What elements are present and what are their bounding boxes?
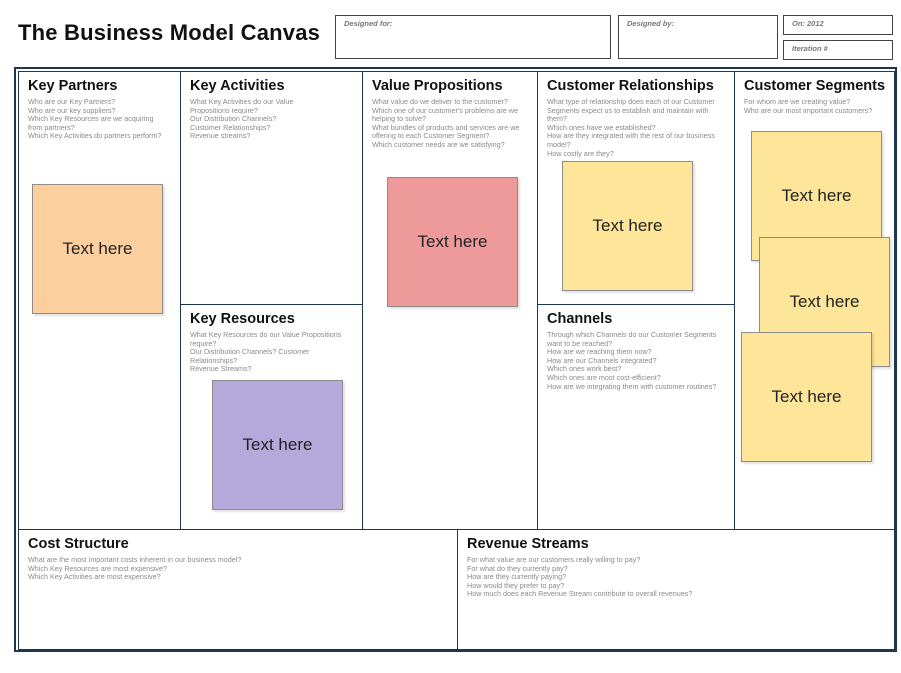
question: Segments expect us to establish and main… — [547, 105, 709, 115]
key-activities-block: Key Activities What Key Activities do ou… — [180, 71, 363, 306]
customer-segments-title: Customer Segments — [744, 78, 886, 94]
revenue-streams-questions: For what value are our customers really … — [467, 555, 888, 599]
question: Who are our most important customers? — [744, 105, 873, 115]
question: Which Key Activities are most expensive? — [28, 572, 161, 582]
key-resources-block: Key Resources What Key Resources do our … — [180, 304, 363, 530]
date-label: On: 2012 — [792, 19, 824, 28]
question: How are our Channels integrated? — [547, 355, 657, 365]
channels-title: Channels — [547, 311, 613, 327]
question: Customer Relationships? — [190, 122, 271, 132]
question: offering to each Customer Segment? — [372, 131, 490, 141]
question: How are they currently paying? — [467, 572, 567, 582]
customer-relationships-block: Customer Relationships What type of rela… — [537, 71, 735, 306]
question: For what do they currently pay? — [467, 563, 568, 573]
question: How much does each Revenue Stream contri… — [467, 589, 693, 599]
question: Who are our key suppliers? — [28, 105, 116, 115]
designed-for-field[interactable]: Designed for: — [335, 15, 611, 59]
customer-relationships-questions: What type of relationship does each of o… — [547, 97, 728, 158]
date-field[interactable]: On: 2012 — [783, 15, 893, 35]
question: What bundles of products and services ar… — [372, 122, 520, 132]
business-model-canvas: Key Partners Who are our Key Partners? W… — [14, 67, 897, 652]
question: What value do we deliver to the customer… — [372, 97, 508, 106]
page-title: The Business Model Canvas — [18, 20, 321, 45]
customer-relationships-title: Customer Relationships — [547, 78, 714, 94]
designed-for-label: Designed for: — [344, 19, 393, 28]
key-partners-title: Key Partners — [28, 78, 118, 94]
sticky-note-yellow[interactable]: Text here — [562, 161, 693, 291]
cost-structure-title: Cost Structure — [28, 536, 129, 552]
question: from partners? — [28, 122, 75, 132]
question: What Key Activities do our Value — [190, 97, 294, 106]
question: Our Distribution Channels? — [190, 114, 277, 124]
question: require? — [190, 338, 217, 348]
question: Which one of our customer's problems are… — [372, 105, 518, 115]
key-resources-questions: What Key Resources do our Value Proposit… — [190, 330, 356, 374]
question: How would they prefer to pay? — [467, 580, 565, 590]
question: helping to solve? — [372, 114, 426, 124]
revenue-streams-block: Revenue Streams For what value are our c… — [457, 529, 895, 650]
question: What type of relationship does each of o… — [547, 97, 715, 106]
customer-segments-block: Customer Segments For whom are we creati… — [734, 71, 895, 530]
iteration-label: Iteration # — [792, 44, 828, 53]
question: How are we reaching them now? — [547, 347, 652, 357]
key-activities-questions: What Key Activities do our Value Proposi… — [190, 97, 356, 141]
cost-structure-block: Cost Structure What are the most importa… — [18, 529, 459, 650]
question: For what value are our customers really … — [467, 555, 641, 564]
value-propositions-questions: What value do we deliver to the customer… — [372, 97, 531, 150]
question: Which customer needs are we satisfying? — [372, 139, 505, 149]
customer-segments-questions: For whom are we creating value? Who are … — [744, 97, 888, 115]
question: How are we integrating them with custome… — [547, 381, 717, 391]
channels-block: Channels Through which Channels do our C… — [537, 304, 735, 530]
question: Revenue streams? — [190, 131, 251, 141]
designed-by-field[interactable]: Designed by: — [618, 15, 778, 59]
question: them? — [547, 114, 567, 124]
channels-questions: Through which Channels do our Customer S… — [547, 330, 728, 391]
question: What are the most important costs inhere… — [28, 555, 242, 564]
question: How costly are they? — [547, 148, 614, 158]
question: Which Key Resources are most expensive? — [28, 563, 168, 573]
sticky-note-purple[interactable]: Text here — [212, 380, 343, 510]
key-resources-title: Key Resources — [190, 311, 295, 327]
question: Through which Channels do our Customer S… — [547, 330, 717, 339]
question: Our Distribution Channels? Customer — [190, 347, 310, 357]
question: Relationships? — [190, 355, 238, 365]
cost-structure-questions: What are the most important costs inhere… — [28, 555, 452, 582]
question: What Key Resources do our Value Proposit… — [190, 330, 342, 339]
question: want to be reached? — [547, 338, 613, 348]
revenue-streams-title: Revenue Streams — [467, 536, 589, 552]
question: model? — [547, 139, 571, 149]
key-partners-block: Key Partners Who are our Key Partners? W… — [18, 71, 181, 530]
question: Revenue Streams? — [190, 364, 252, 374]
question: Which ones are most cost-efficient? — [547, 372, 661, 382]
value-propositions-title: Value Propositions — [372, 78, 503, 94]
question: Which Key Activities do partners perform… — [28, 131, 162, 141]
question: Propositions require? — [190, 105, 258, 115]
sticky-note-red[interactable]: Text here — [387, 177, 518, 307]
iteration-field[interactable]: Iteration # — [783, 40, 893, 60]
key-partners-questions: Who are our Key Partners? Who are our ke… — [28, 97, 174, 141]
question: Which ones work best? — [547, 364, 622, 374]
sticky-note-yellow[interactable]: Text here — [741, 332, 872, 462]
designed-by-label: Designed by: — [627, 19, 675, 28]
question: How are they integrated with the rest of… — [547, 131, 715, 141]
question: Who are our Key Partners? — [28, 97, 116, 106]
key-activities-title: Key Activities — [190, 78, 285, 94]
question: Which ones have we established? — [547, 122, 656, 132]
sticky-note-orange[interactable]: Text here — [32, 184, 163, 314]
question: Which Key Resources are we acquiring — [28, 114, 154, 124]
value-propositions-block: Value Propositions What value do we deli… — [362, 71, 538, 530]
question: For whom are we creating value? — [744, 97, 851, 106]
